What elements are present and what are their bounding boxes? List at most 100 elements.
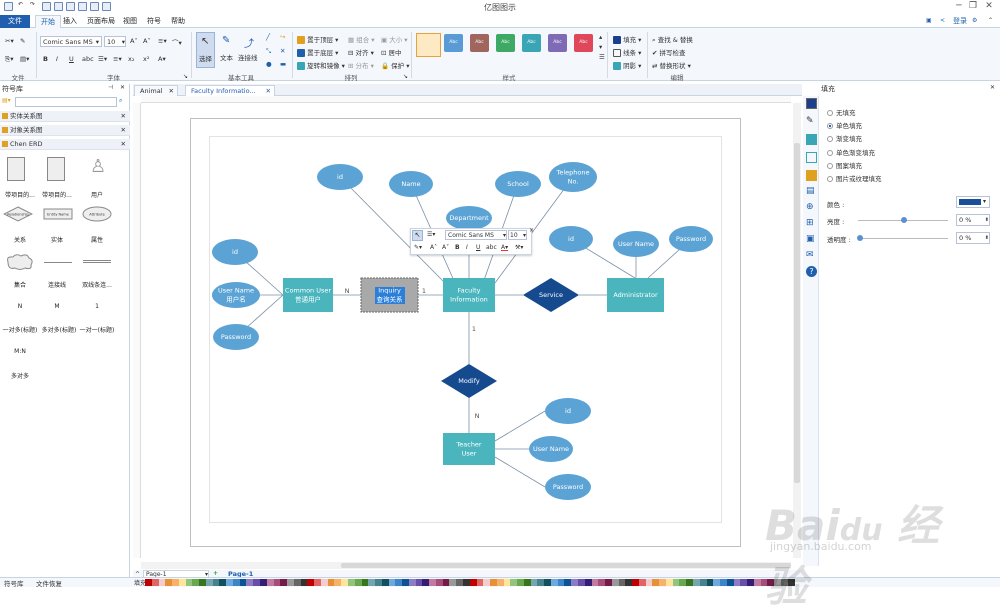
tab-help[interactable]: 帮助: [171, 17, 185, 25]
style-swatch[interactable]: Abc: [548, 34, 567, 52]
page-tab-1[interactable]: Page-1: [228, 570, 254, 578]
add-page-icon[interactable]: +: [213, 570, 219, 577]
panel-close-icon[interactable]: ✕: [990, 84, 996, 91]
palette-color[interactable]: [429, 579, 436, 586]
subscript-icon[interactable]: x₂: [128, 55, 135, 63]
font-dialog-launcher-icon[interactable]: ↘: [183, 73, 189, 80]
palette-color[interactable]: [557, 579, 565, 586]
brightness-slider-handle[interactable]: [901, 217, 907, 223]
tab-page-layout[interactable]: 页面布局: [87, 17, 115, 25]
palette-color[interactable]: [287, 579, 294, 586]
tab-insert[interactable]: 插入: [63, 17, 77, 25]
palette-color[interactable]: [578, 579, 585, 586]
palette-color[interactable]: [205, 579, 213, 586]
save-icon[interactable]: [66, 2, 75, 11]
strikethrough-icon[interactable]: abc: [486, 244, 497, 251]
arrange-dialog-launcher-icon[interactable]: ↘: [403, 73, 409, 80]
fill-option-solid[interactable]: 单色填充: [827, 120, 862, 130]
close-icon[interactable]: ✕: [120, 140, 126, 148]
palette-color[interactable]: [726, 579, 734, 586]
fill-option-single-gradient[interactable]: 单色渐变填充: [827, 147, 875, 157]
scroll-thumb[interactable]: [794, 143, 800, 483]
settings-icon[interactable]: ⚙: [972, 17, 978, 24]
entity-shape[interactable]: Entity Name: [43, 208, 73, 220]
export-icon[interactable]: [90, 2, 99, 11]
palette-color[interactable]: [300, 579, 308, 586]
palette-color[interactable]: [699, 579, 707, 586]
palette-color[interactable]: [341, 579, 348, 586]
tab-home[interactable]: 开始: [35, 15, 61, 28]
paste-icon[interactable]: ▤▾: [20, 55, 30, 63]
palette-color[interactable]: [226, 579, 233, 586]
palette-color[interactable]: [158, 579, 166, 586]
palette-color[interactable]: [232, 579, 240, 586]
library-entity-relationship[interactable]: 实体关系图✕: [0, 111, 130, 122]
bullets-icon[interactable]: ☰▾: [98, 55, 108, 63]
close-icon[interactable]: ✕: [120, 112, 126, 120]
palette-color[interactable]: [320, 579, 328, 586]
library-object-relationship[interactable]: 对象关系图✕: [0, 125, 130, 136]
shrink-font-icon[interactable]: A˅: [143, 37, 151, 45]
style-swatch[interactable]: Abc: [522, 34, 541, 52]
color-picker[interactable]: ▾: [956, 196, 990, 208]
double-line-connector-shape[interactable]: [83, 260, 111, 263]
connector-shape[interactable]: [44, 262, 72, 263]
palette-color[interactable]: [598, 579, 606, 586]
style-scroll-down-icon[interactable]: ▾: [599, 43, 603, 51]
share-icon[interactable]: <: [940, 17, 946, 24]
palette-color[interactable]: [422, 579, 430, 586]
palette-color[interactable]: [469, 579, 477, 586]
search-icon[interactable]: ⌕: [119, 97, 123, 104]
color-palette[interactable]: [145, 579, 795, 586]
mini-size-select[interactable]: 10▾: [508, 230, 527, 240]
page-nav-up-icon[interactable]: ^: [135, 571, 141, 578]
line-icon[interactable]: ✎: [806, 116, 814, 126]
bring-front-button[interactable]: 置于顶层 ▾: [297, 34, 338, 44]
line-icon[interactable]: ╱: [266, 33, 270, 41]
fill-option-none[interactable]: 无填充: [827, 107, 856, 117]
palette-color[interactable]: [178, 579, 186, 586]
palette-color[interactable]: [510, 579, 518, 586]
entity-with-items-shape[interactable]: [7, 157, 25, 181]
grow-font-icon[interactable]: A˄: [130, 37, 138, 45]
palette-color[interactable]: [415, 579, 423, 586]
palette-color[interactable]: [530, 579, 538, 586]
palette-color[interactable]: [151, 579, 159, 586]
style-swatch[interactable]: Abc: [470, 34, 489, 52]
panel-close-icon[interactable]: ✕: [120, 84, 126, 91]
style-swatch[interactable]: Abc: [496, 34, 515, 52]
page-icon[interactable]: ▤: [806, 186, 815, 196]
palette-color[interactable]: [740, 579, 748, 586]
palette-color[interactable]: [395, 579, 403, 586]
palette-color[interactable]: [253, 579, 261, 586]
ellipse-icon[interactable]: ●: [266, 60, 272, 68]
bold-icon[interactable]: B: [43, 55, 48, 63]
palette-color[interactable]: [219, 579, 227, 586]
rotate-mirror-button[interactable]: 旋转和镜像 ▾: [297, 60, 345, 70]
drawing-page[interactable]: [190, 118, 741, 547]
palette-color[interactable]: [456, 579, 463, 586]
palette-color[interactable]: [435, 579, 443, 586]
font-family-select[interactable]: Comic Sans MS▾: [40, 36, 102, 47]
palette-color[interactable]: [787, 579, 795, 586]
library-menu-icon[interactable]: ▤▾: [2, 97, 11, 104]
grow-font-icon[interactable]: A˄: [430, 244, 438, 251]
palette-color[interactable]: [293, 579, 301, 586]
palette-color[interactable]: [544, 579, 551, 586]
copy-icon[interactable]: ⎘▾: [5, 55, 14, 63]
palette-color[interactable]: [503, 579, 511, 586]
palette-color[interactable]: [747, 579, 754, 586]
palette-color[interactable]: [334, 579, 342, 586]
fill-option-picture[interactable]: 图片或纹理填充: [827, 173, 882, 183]
paragraph-icon[interactable]: ☰▾: [427, 231, 436, 238]
style-scroll-up-icon[interactable]: ▴: [599, 33, 603, 41]
palette-color[interactable]: [713, 579, 721, 586]
align-icon[interactable]: ≡▾: [113, 55, 122, 63]
palette-color[interactable]: [672, 579, 680, 586]
palette-color[interactable]: [408, 579, 416, 586]
style-more-icon[interactable]: ☰: [599, 53, 605, 61]
palette-color[interactable]: [659, 579, 666, 586]
palette-color[interactable]: [605, 579, 612, 586]
entity-with-items-shape-2[interactable]: [47, 157, 65, 181]
send-back-button[interactable]: 置于底层 ▾: [297, 47, 338, 57]
